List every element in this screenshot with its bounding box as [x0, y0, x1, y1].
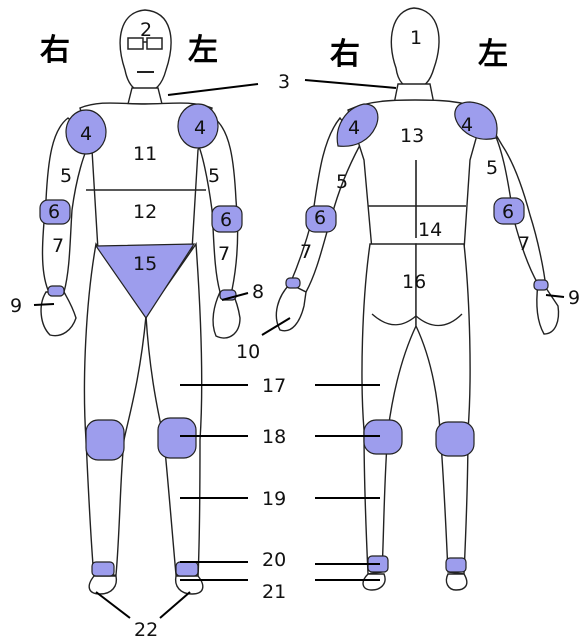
region-label-9-back: 9 — [568, 287, 580, 309]
region-label-5-back-right: 5 — [336, 171, 348, 193]
front-right-foot — [89, 576, 116, 594]
front-right-wrist — [48, 286, 64, 296]
front-right-knee — [86, 420, 124, 460]
front-left-side-label: 左 — [188, 33, 218, 68]
region-label-4-back-right: 4 — [348, 117, 360, 139]
front-left-ankle — [176, 562, 198, 576]
region-label-18: 18 — [262, 426, 286, 448]
region-label-4-front-right: 4 — [80, 123, 92, 145]
front-left-knee — [158, 418, 196, 458]
region-label-5-front-left: 5 — [208, 165, 220, 187]
region-label-20: 20 — [262, 549, 286, 571]
back-left-knee — [436, 422, 474, 456]
back-left-leg — [416, 244, 470, 574]
back-right-wrist — [286, 278, 300, 288]
region-label-6-front-right: 6 — [48, 201, 60, 223]
region-label-4-back-left: 4 — [461, 114, 473, 136]
region-label-7-front-right: 7 — [52, 235, 64, 257]
front-right-side-label: 右 — [40, 33, 70, 68]
region-label-14: 14 — [418, 219, 442, 241]
region-label-6-back-right: 6 — [314, 207, 326, 229]
region-label-12: 12 — [133, 201, 157, 223]
back-right-foot — [363, 574, 385, 590]
back-left-side-label: 左 — [478, 37, 508, 72]
back-figure — [276, 8, 558, 590]
region-label-5-back-left: 5 — [486, 157, 498, 179]
region-label-17: 17 — [262, 375, 286, 397]
region-label-19: 19 — [262, 488, 286, 510]
region-label-7-back-right: 7 — [300, 241, 312, 263]
region-label-22: 22 — [134, 619, 158, 638]
region-label-2: 2 — [140, 19, 152, 41]
region-label-21: 21 — [262, 581, 286, 603]
back-right-side-label: 右 — [330, 37, 360, 72]
region-label-9-front: 9 — [10, 295, 22, 317]
region-label-15: 15 — [133, 253, 157, 275]
region-label-7-front-left: 7 — [218, 243, 230, 265]
back-right-leg — [362, 244, 416, 574]
front-right-ankle — [92, 562, 114, 576]
front-figure — [40, 10, 242, 594]
region-label-6-front-left: 6 — [220, 209, 232, 231]
region-label-4-front-left: 4 — [194, 117, 206, 139]
region-label-16: 16 — [402, 271, 426, 293]
region-label-5-front-right: 5 — [60, 165, 72, 187]
front-left-foot — [176, 576, 203, 594]
region-label-11: 11 — [133, 143, 157, 165]
back-left-ankle — [446, 558, 466, 572]
back-left-wrist — [534, 280, 548, 290]
region-label-7-back-left: 7 — [518, 233, 530, 255]
region-label-1: 1 — [410, 27, 422, 49]
front-neck — [128, 88, 162, 104]
back-left-foot — [446, 574, 466, 590]
region-label-10: 10 — [236, 341, 260, 363]
region-label-3: 3 — [278, 71, 290, 93]
back-left-hand — [537, 284, 559, 334]
region-label-6-back-left: 6 — [502, 201, 514, 223]
region-label-8: 8 — [252, 281, 264, 303]
region-label-13: 13 — [400, 125, 424, 147]
front-right-hand — [41, 292, 76, 336]
